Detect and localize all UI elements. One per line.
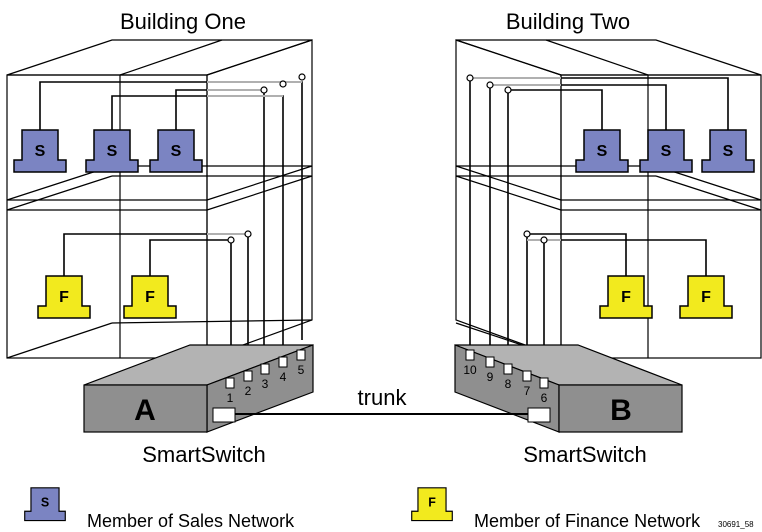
finance-node-b1-2: F [123,275,177,319]
legend-sales-text: Member of Sales Network [87,511,295,531]
building-two-title: Building Two [506,9,630,34]
switch-a-port-label: 5 [298,363,305,377]
legend-sales: S Member of Sales Network [24,487,295,531]
finance-node-letter: F [621,289,631,306]
sales-node-letter: S [597,143,608,160]
switch-b-port-label: 8 [505,377,512,391]
smartswitch-b: B 10 9 8 7 6 [454,344,683,433]
switch-b-port-label: 6 [541,391,548,405]
legend-finance-letter: F [428,496,436,510]
building-two-trunk-lines [470,77,561,241]
smartswitch-a: A 1 2 3 4 5 [83,344,314,433]
finance-node-b1-1: F [37,275,91,319]
switch-a-caption: SmartSwitch [142,442,265,467]
sales-node-b1-3: S [149,129,203,173]
finance-node-b2-1: F [599,275,653,319]
sales-node-letter: S [661,143,672,160]
finance-node-letter: F [59,289,69,306]
switch-b-port-label: 10 [463,363,477,377]
legend-finance-icon: F [411,487,453,522]
switch-a-port-label: 4 [280,370,287,384]
building-two-wiring [469,77,729,392]
trunk-label: trunk [358,385,408,410]
switch-a-port-label: 3 [262,377,269,391]
building-one-wire-dots [227,73,306,244]
switch-b-ports [465,349,549,389]
sales-node-b2-3: S [701,129,755,173]
sales-node-b1-2: S [85,129,139,173]
legend-finance-text: Member of Finance Network [474,511,701,531]
switch-a-front [83,384,208,433]
building-two-wire-dots [466,74,548,244]
switch-b-letter: B [610,394,632,427]
switch-b-port-label: 7 [524,384,531,398]
switch-b-caption: SmartSwitch [523,442,646,467]
sales-node-b2-1: S [575,129,629,173]
sales-node-letter: S [107,143,118,160]
sales-node-letter: S [171,143,182,160]
switch-b-trunk-port [527,407,551,423]
switch-a-port-label: 2 [245,384,252,398]
switch-a-ports [225,349,306,389]
finance-node-b2-2: F [679,275,733,319]
switch-a-port-label: 1 [227,391,234,405]
switch-a-trunk-port [212,407,236,423]
finance-node-letter: F [701,289,711,306]
sales-node-letter: S [723,143,734,160]
switch-b-front [558,384,683,433]
legend-sales-letter: S [41,496,49,510]
sales-node-letter: S [35,143,46,160]
sales-node-b1-1: S [13,129,67,173]
switch-b-port-label: 9 [487,370,494,384]
switch-a-letter: A [134,394,156,427]
sales-node-b2-2: S [639,129,693,173]
finance-node-letter: F [145,289,155,306]
building-one-title: Building One [120,9,246,34]
figure-code: 30691_58 [718,520,754,529]
building-one-trunk-lines [207,81,302,235]
legend-sales-icon: S [24,487,66,522]
legend-finance: F Member of Finance Network [411,487,701,531]
